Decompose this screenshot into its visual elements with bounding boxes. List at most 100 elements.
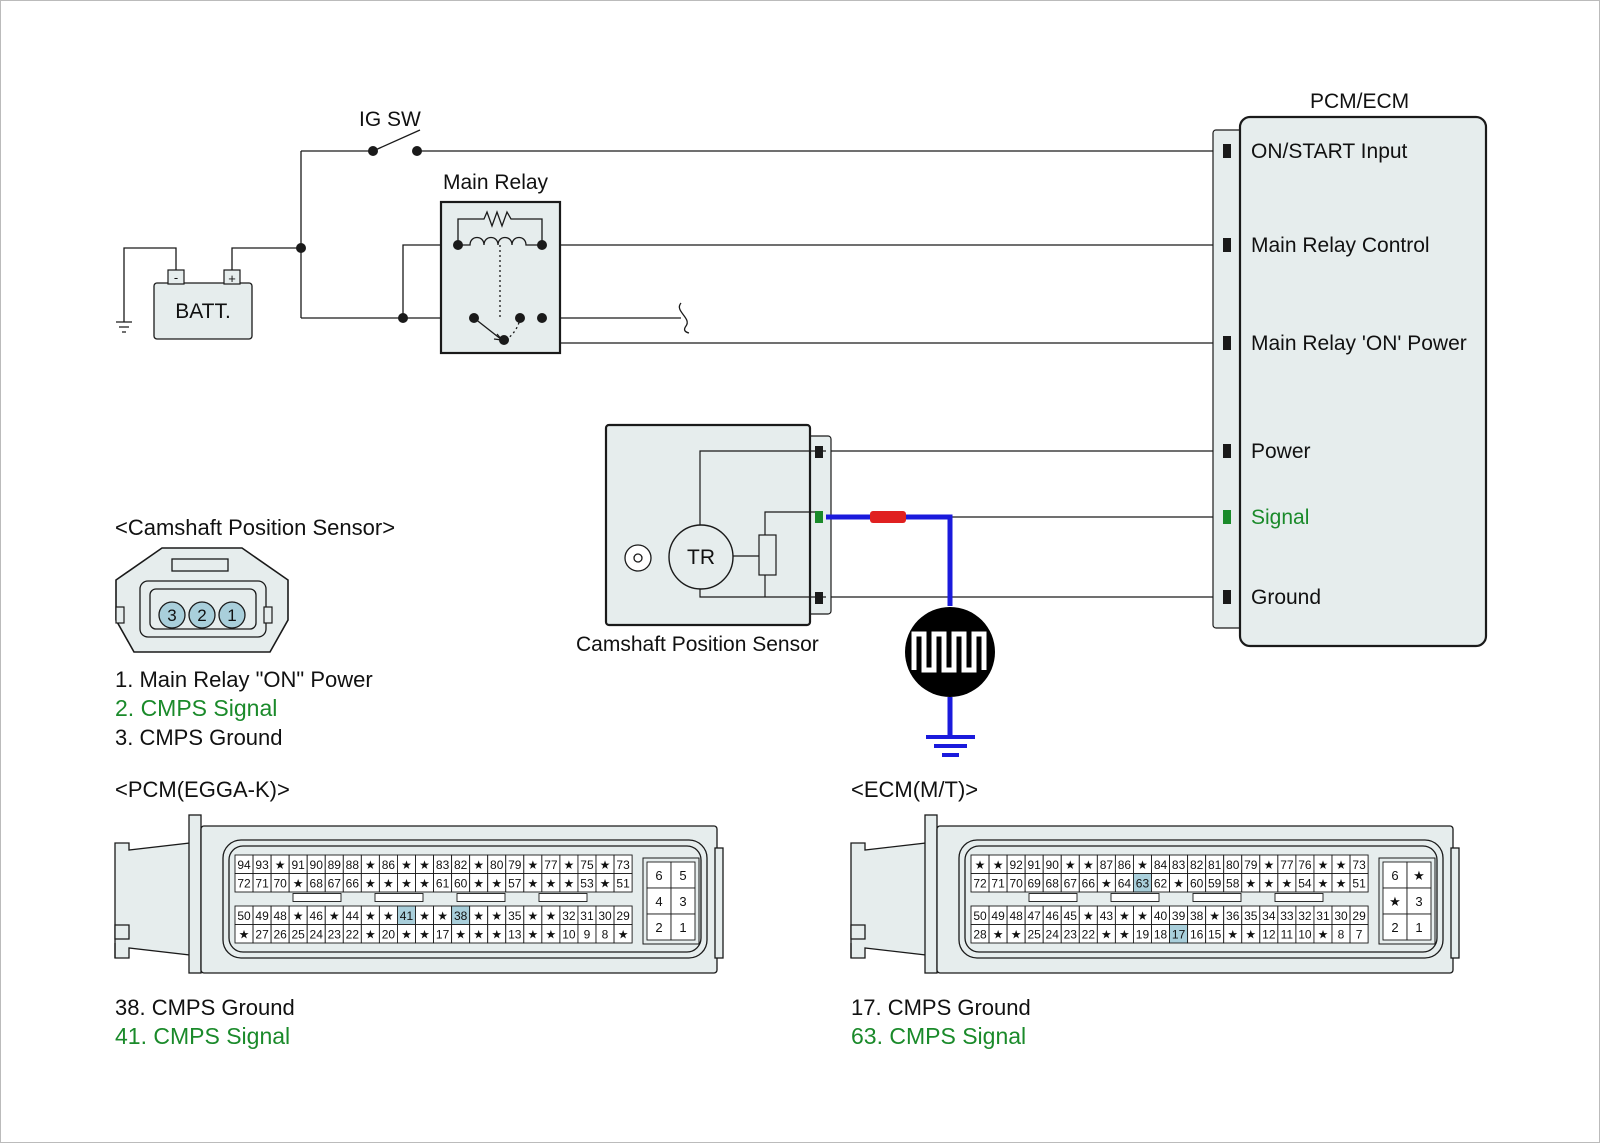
pcm_connector-pin-label: ★ [527, 928, 538, 942]
pcm_connector-pin-label: 23 [328, 928, 342, 942]
ecm_connector-pin-label: 30 [1334, 909, 1348, 923]
sensor-name-label: Camshaft Position Sensor [576, 633, 819, 656]
pcm-terminal-label: Ground [1251, 586, 1321, 609]
ecm_connector-pin-label: 10 [1298, 928, 1312, 942]
pcm_connector-pin-label: ★ [437, 909, 448, 923]
relay-on-power-wire [541, 318, 1218, 344]
ecm_connector-pin-label: ★ [993, 858, 1004, 872]
pcm_connector-pin-label: ★ [419, 909, 430, 923]
pcm_connector-pin-label: 41 [400, 909, 414, 923]
pcm_connector-side-pin-label: 6 [655, 868, 662, 883]
ecm_connector-housing-lip [1450, 847, 1460, 959]
pcm_connector-pin-label: 82 [454, 858, 468, 872]
probe-wire [826, 514, 953, 606]
pcm_connector-key-slot [374, 893, 424, 902]
ecm_connector-side-pin-label: ★ [1413, 868, 1425, 883]
sensor-pin-ground [815, 592, 823, 604]
ecm_connector-pin-label: 76 [1298, 858, 1312, 872]
pcm_connector-pin-label: ★ [527, 858, 538, 872]
relay-terminal-dot [537, 313, 547, 323]
sensor-pin-power [815, 446, 823, 458]
pcm_connector-pin-label: ★ [491, 877, 502, 891]
pcm_connector-pin-label: 88 [346, 858, 360, 872]
ecm_connector-pin-label: 34 [1262, 909, 1276, 923]
pcm_connector-pin-label: 38 [454, 909, 468, 923]
pcm_connector-pin-label: ★ [473, 909, 484, 923]
ecm_connector-pin-label: 79 [1244, 858, 1258, 872]
ecm_connector-pin-label: 58 [1226, 877, 1240, 891]
ecm_connector-legend-item: 63. CMPS Signal [851, 1023, 1026, 1049]
ecm_connector-pin-label: 92 [1009, 858, 1023, 872]
pcm_connector-key-slot [292, 893, 342, 902]
ecm_connector-pin-label: 45 [1064, 909, 1078, 923]
square-wave-trace [911, 631, 987, 673]
sensor-box [604, 423, 812, 627]
ecm_connector-pin-label: 68 [1046, 877, 1060, 891]
ecm_connector-pin-label: 8 [1338, 928, 1345, 942]
ecm_connector-pin-label: 25 [1027, 928, 1041, 942]
battery-plus-terminal [223, 269, 241, 285]
cmps-legend-item: 1. Main Relay "ON" Power [115, 667, 373, 692]
pcm_connector-side-pin-cell [670, 861, 696, 889]
pcm_connector-pin-label: 9 [584, 928, 591, 942]
ecm_connector-pin-label: 15 [1208, 928, 1222, 942]
ecm_connector-pin-cell [1349, 873, 1369, 893]
ecm_connector-pin-label: 63 [1136, 877, 1150, 891]
pcm_connector-pin-label: 46 [310, 909, 324, 923]
pcm_connector-flange [114, 842, 191, 959]
ecm_connector-pin-label: ★ [1281, 877, 1292, 891]
ecm_connector-pin-label: ★ [1083, 909, 1094, 923]
pcm_connector-pin-label: 80 [490, 858, 504, 872]
pcm_connector-pin-label: 51 [616, 877, 630, 891]
ecm_connector-pin-label: ★ [975, 858, 986, 872]
ecm_connector-flange [850, 842, 927, 959]
pcm_connector-pin-label: ★ [419, 877, 430, 891]
ecm_connector-pin-label: ★ [1245, 928, 1256, 942]
pcm_connector-pin-label: ★ [600, 877, 611, 891]
pcm_connector-pin-label: 75 [580, 858, 594, 872]
main-relay-label: Main Relay [443, 171, 549, 194]
ecm_connector-pin-label: 71 [991, 877, 1005, 891]
ecm_connector-pin-label: 86 [1118, 858, 1132, 872]
pcm_connector-pin-label: 66 [346, 877, 360, 891]
pcm-terminal-pin [1223, 444, 1231, 458]
pcm_connector-pin-label: ★ [491, 909, 502, 923]
pcm_connector-pin-label: 17 [436, 928, 450, 942]
pcm-terminal-pin [1223, 510, 1231, 524]
tr-label: TR [687, 546, 715, 569]
junction-dot [398, 313, 408, 323]
ecm_connector-pin-label: ★ [1065, 858, 1076, 872]
pcm_connector-pin-label: ★ [564, 877, 575, 891]
ecm_connector-pin-label: 91 [1027, 858, 1041, 872]
battery-ground-symbol [116, 321, 132, 333]
ecm_connector-pin-label: ★ [1318, 877, 1329, 891]
ecm_connector-key-slot [1192, 893, 1242, 902]
pcm_connector-side-pin-label: 5 [679, 868, 686, 883]
ecm_connector-pin-label: ★ [1011, 928, 1022, 942]
ecm_connector-pin-label: ★ [1137, 858, 1148, 872]
pcm_connector-side-pin-cell [670, 913, 696, 941]
ecm_connector-pin-label: 49 [991, 909, 1005, 923]
pcm_connector-pin-label: ★ [473, 858, 484, 872]
sensor-internal-signal [764, 511, 820, 535]
cmps-connector-title: <Camshaft Position Sensor> [115, 515, 395, 540]
ecm_connector-pin-label: ★ [993, 928, 1004, 942]
ecm_connector-pin-label: 67 [1064, 877, 1078, 891]
pcm_connector-flange-plate [188, 814, 202, 974]
pcm_connector-pin-label: 71 [255, 877, 269, 891]
ecm_connector-pin-label: 73 [1352, 858, 1366, 872]
sensor-resistor [758, 534, 777, 576]
pcm_connector-housing-lip [714, 847, 724, 959]
pcm_connector-pin-label: ★ [545, 909, 556, 923]
pcm_connector-pin-label: ★ [545, 877, 556, 891]
pcm-terminal-label: Signal [1251, 506, 1309, 529]
ecm_connector-pin-label: 50 [973, 909, 987, 923]
pcm_connector-pin-label: 48 [273, 909, 287, 923]
pcm_connector-pin-label: 72 [237, 877, 251, 891]
sensor-internal-power [699, 450, 826, 540]
cmps-pin-number: 3 [167, 606, 176, 625]
pcm_connector-pin-label: 77 [544, 858, 558, 872]
pcm_connector-side-pin-label: 4 [655, 894, 662, 909]
